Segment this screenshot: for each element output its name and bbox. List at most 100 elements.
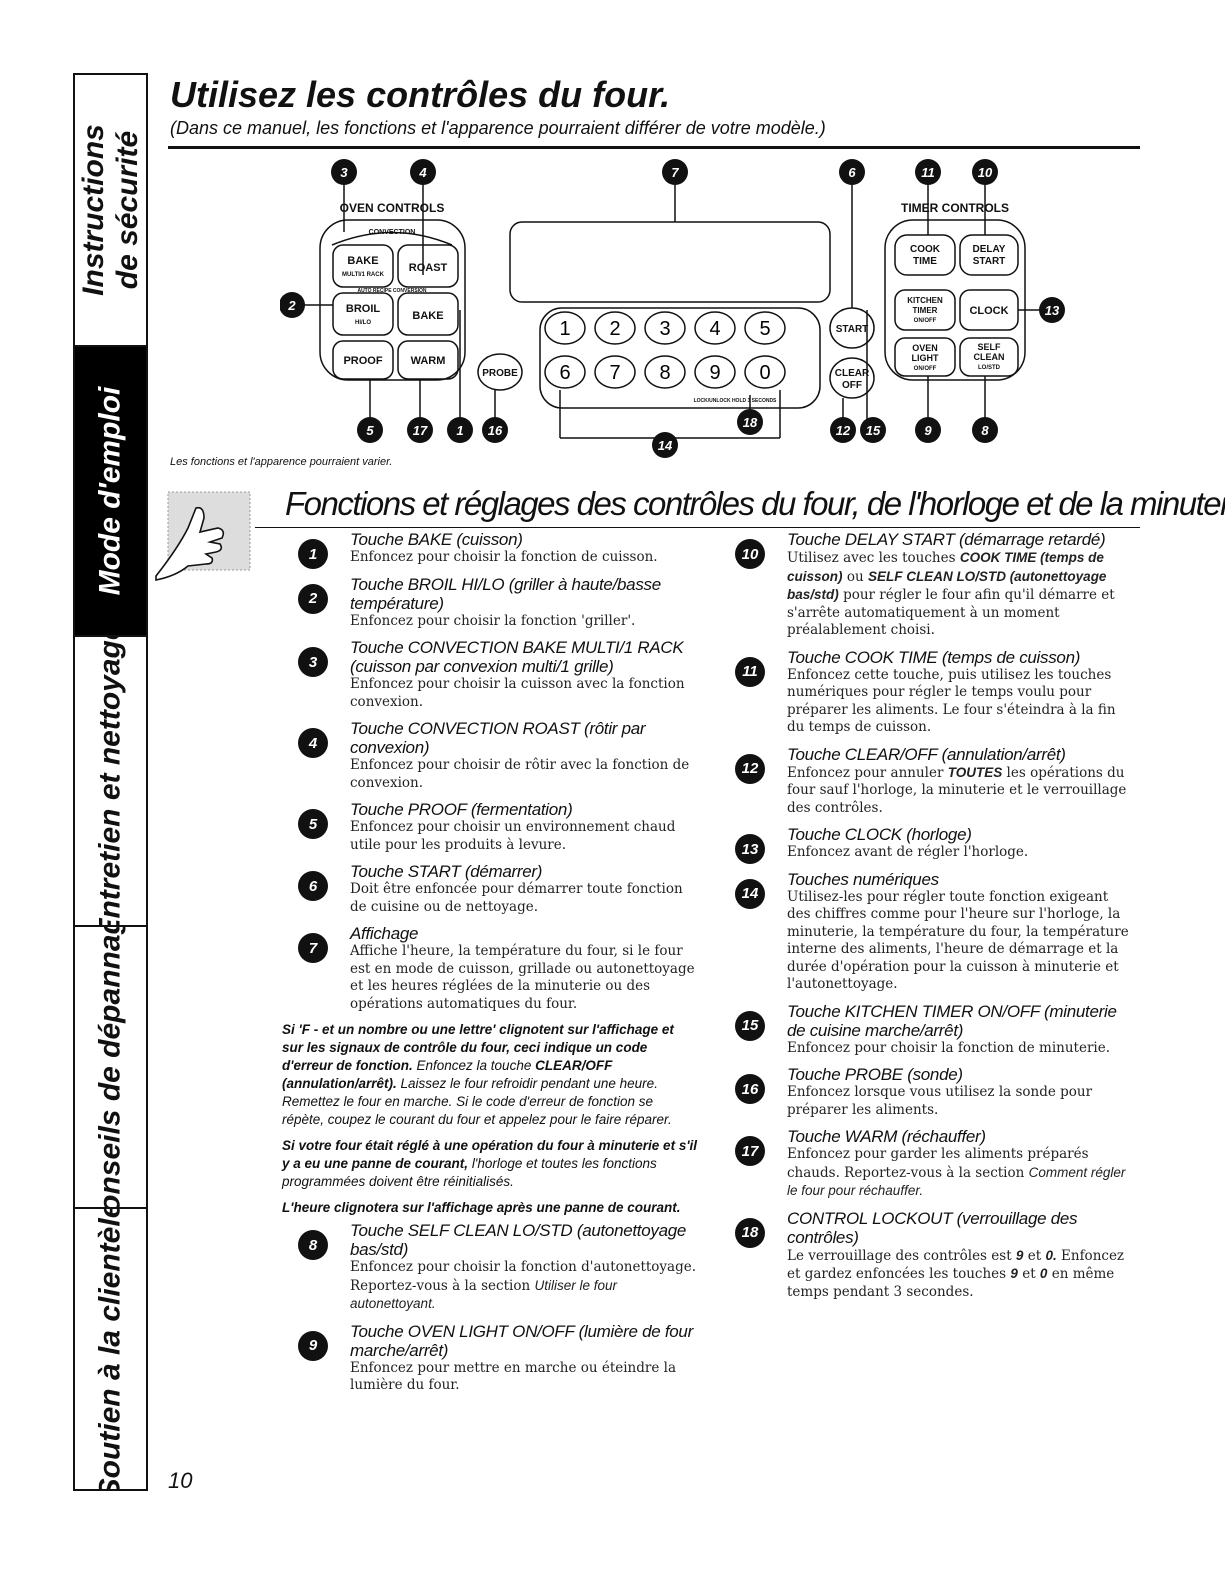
digit-key-1 [544,311,586,345]
cook-key-label: COOK [910,244,941,255]
header-rule [168,146,1140,149]
self-key-label: SELF [977,342,1001,352]
lostd-key-label: LO/STD [978,365,1001,371]
item-description: Enfoncez pour choisir la fonction de cui… [350,549,658,565]
auto-recipe-label: AUTO RECIPE CONVERSION [357,288,426,294]
convection-label: CONVECTION [369,229,416,236]
svg-text:14: 14 [658,438,673,453]
item-description: Enfoncez pour annuler TOUTES les opérati… [787,764,1127,816]
bake-multi-rack-key [332,244,394,288]
self-clean-key [959,337,1019,377]
item-description: Le verrouillage des contrôles est 9 et 0… [787,1247,1125,1300]
item-title: Touche SELF CLEAN LO/STD (autonettoyage … [350,1221,687,1259]
onoff-key-label: ON/OFF [914,318,937,324]
item-title: Touche CONVECTION BAKE MULTI/1 RACK (cui… [350,638,684,676]
sidebar-nav: Instructions de sécurité Mode d'emploi E… [73,73,148,1491]
tab-soutien-clientele[interactable]: Soutien à la clientèle [75,1209,146,1491]
probe-key-label: PROBE [482,368,518,379]
item-title: Touche DELAY START (démarrage retardé) [787,530,1106,549]
callout-16: 16 [482,417,508,443]
light-onoff-key-label: ON/OFF [914,366,937,372]
item-title: Touche CONVECTION ROAST (rôtir par conve… [350,719,646,757]
proof-key-label: PROOF [343,355,382,367]
callout-9: 9 [915,417,941,443]
digit-key-6 [544,355,586,389]
tab-entretien-nettoyage[interactable]: Entretien et nettoyage [75,637,146,927]
error-code-note: Si 'F - et un nombre ou une lettre' clig… [282,1022,674,1127]
clock-key-label: CLOCK [969,305,1008,317]
item-number-badge: 13 [735,834,765,864]
probe-key [477,353,523,391]
oven-controls-label: OVEN CONTROLS [340,201,445,215]
item-description: Enfoncez pour mettre en marche ou éteind… [350,1359,676,1394]
clock-flash-note: L'heure clignotera sur l'affichage après… [282,1200,681,1215]
digit-key-label: 1 [559,318,570,340]
digit-key-label: 9 [709,362,720,384]
digit-key-label: 3 [659,318,670,340]
svg-text:10: 10 [978,165,993,180]
callout-12: 12 [830,417,856,443]
item-title: Affichage [350,924,419,943]
cook-time-key [894,234,956,276]
time-key-label: TIME [913,256,937,267]
svg-text:15: 15 [866,423,881,438]
callout-13: 13 [1039,297,1065,323]
page-number: 10 [168,1468,193,1493]
svg-text:18: 18 [743,415,758,430]
callout-1: 1 [447,417,473,443]
item-description: Enfoncez pour choisir la fonction de min… [787,1039,1111,1056]
svg-text:6: 6 [848,165,856,180]
item-description: Enfoncez pour choisir la fonction 'grill… [350,612,636,629]
bake-key-label: BAKE [412,310,443,322]
section-title: Fonctions et réglages des contrôles du f… [285,485,1225,522]
svg-text:4: 4 [418,165,427,180]
item-title: Touches numériques [787,869,939,889]
page-subtitle: (Dans ce manuel, les fonctions et l'appa… [170,118,826,138]
tab-instructions-securite[interactable]: Instructions de sécurité [75,75,146,347]
digit-key-label: 8 [659,362,670,384]
item-number-badge: 16 [735,1074,765,1104]
tab-mode-emploi[interactable]: Mode d'emploi [75,347,146,637]
timer-key-label: TIMER [913,306,938,315]
callout-7: 7 [662,159,688,185]
item-number-badge: 6 [298,871,328,901]
tab-label: Soutien à la clientèle [93,1209,127,1491]
roast-key [397,244,459,288]
callout-10: 10 [972,159,998,185]
light-key-label: LIGHT [912,353,939,363]
oven-light-key [894,337,956,377]
clean-key-label: CLEAN [974,352,1005,362]
digit-key-label: 5 [759,318,770,340]
callout-17: 17 [407,417,433,443]
svg-text:13: 13 [1045,303,1060,318]
delay-start-key [959,234,1019,276]
digit-key-3 [644,311,686,345]
item-number-badge: 11 [735,656,765,687]
item-title: Touche CLEAR/OFF (annulation/arrêt) [787,744,1066,764]
bake-key [397,292,459,336]
item-description: Utilisez-les pour régler toute fonction … [787,888,1129,993]
digit-key-label: 0 [759,362,770,384]
warm-key [397,340,459,380]
item-description: Enfoncez pour choisir de rôtir avec la f… [350,757,690,791]
tab-label: Instructions de sécurité [76,124,144,296]
tab-label: Conseils de dépannage [93,927,127,1209]
item-title: CONTROL LOCKOUT (verrouillage des contrô… [787,1208,1078,1247]
tab-conseils-depannage[interactable]: Conseils de dépannage [75,927,146,1209]
item-title: Touche COOK TIME (temps de cuisson) [787,647,1081,667]
item-description: Enfoncez pour garder les aliments prépar… [787,1146,1126,1198]
power-outage-note: Si votre four était réglé à une opératio… [282,1138,698,1189]
